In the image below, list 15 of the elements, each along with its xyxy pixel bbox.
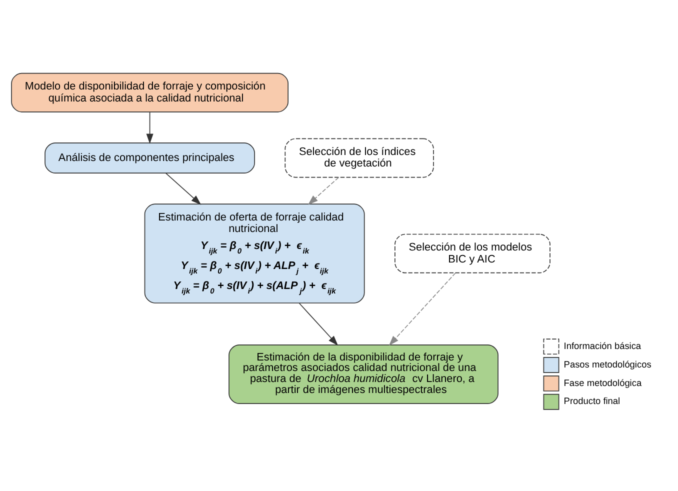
node-box: Selección de los modelos BIC y AIC xyxy=(394,233,550,273)
arrow xyxy=(388,272,456,346)
node-box: Estimación de oferta de forraje calidad nutricional Y$_{ijk}$ = β$_{0}$ + s(IV$_{i}$) + ϵ$_{ik}$ Y$_{ijk}$ = β$_{0}$ + s(IV$_{i}$) + ALP$_{j}$ + ϵ$_{ijk}$ Y$_{ijk}$ = β$_{0}$ + s(IV$_{i}$) + s(ALP$_{j}$) + ϵ$_{ijk}$ xyxy=(144,203,365,303)
node-box: Análisis de componentes principales xyxy=(44,142,255,173)
node-box: Estimación de la disponibilidad de forraje y parámetros asociados calidad nutricional de una pastura de Urochloa humidicola cv Llanero, a partir de imágenes multiespectrales xyxy=(228,344,498,404)
legend-label: Información básica xyxy=(564,340,642,350)
arrow xyxy=(165,172,202,204)
legend-label: Producto final xyxy=(564,396,620,406)
legend-label: Fase metodológica xyxy=(564,377,642,388)
arrow xyxy=(298,302,338,346)
node-box: Modelo de disponibilidad de forraje y composición química asociada a la calidad nutricional xyxy=(11,72,288,112)
node-box: Selección de los índices de vegetación xyxy=(284,138,434,178)
legend-label: Pasos metodológicos xyxy=(564,358,652,369)
arrow xyxy=(146,111,154,144)
arrow xyxy=(308,176,340,204)
